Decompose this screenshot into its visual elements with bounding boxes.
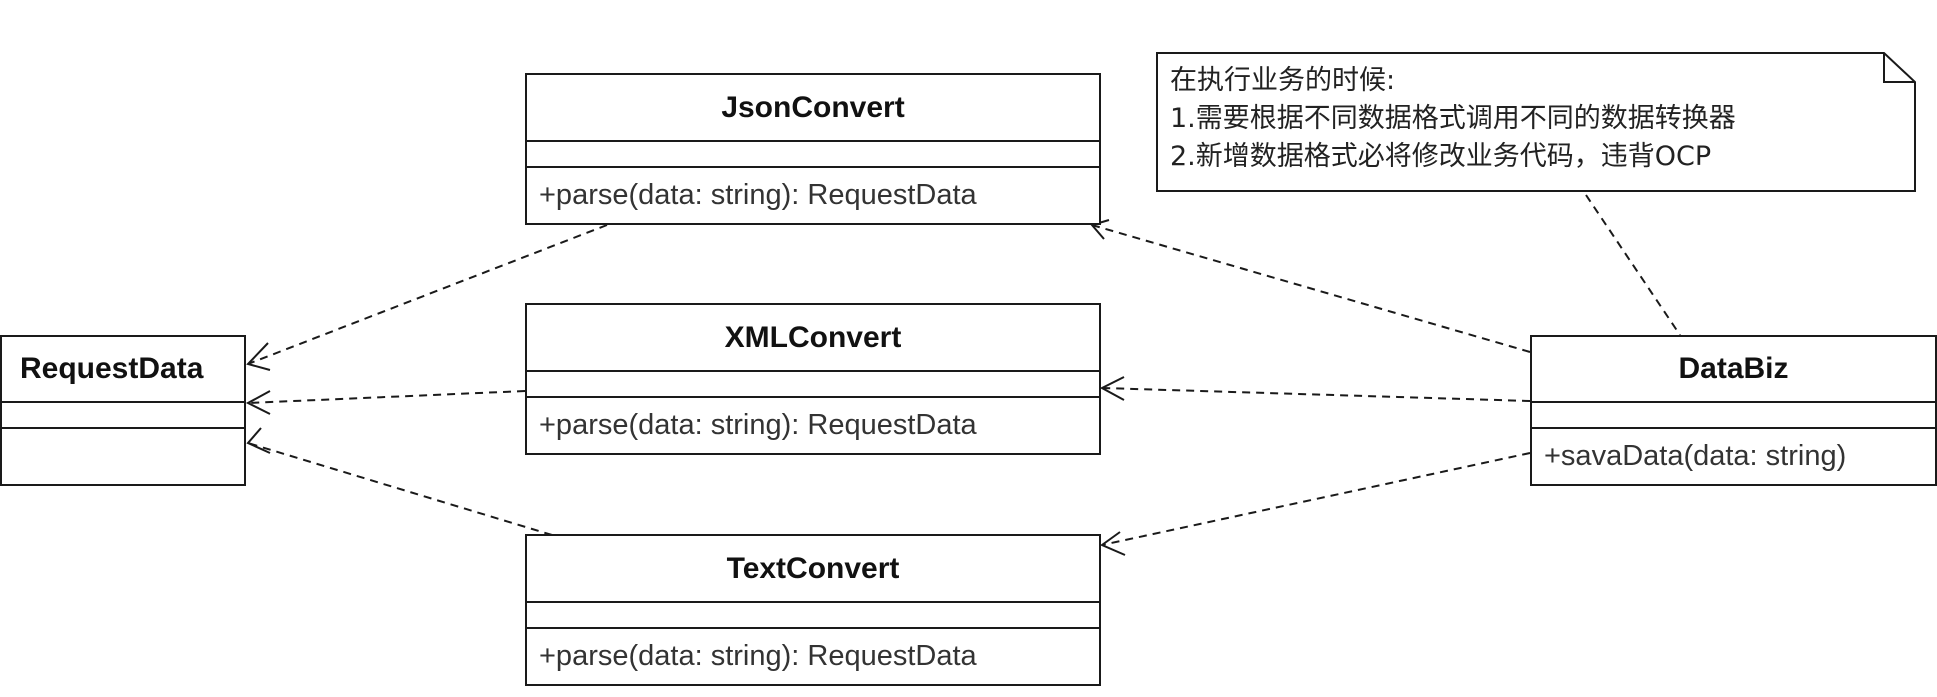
dependency-databiz-to-xml bbox=[1101, 387, 1531, 402]
arrowhead-text-requestdata bbox=[246, 427, 271, 454]
class-databiz[interactable]: DataBiz +savaData(data: string) bbox=[1530, 335, 1937, 486]
class-xmlconvert-attributes bbox=[527, 372, 1099, 398]
dependency-databiz-to-text bbox=[1101, 452, 1531, 546]
note-line-2: 1.需要根据不同数据格式调用不同的数据转换器 bbox=[1170, 103, 1736, 134]
class-jsonconvert-attributes bbox=[527, 142, 1099, 168]
note-line-3: 2.新增数据格式必将修改业务代码，违背OCP bbox=[1170, 141, 1712, 172]
note-shape bbox=[1156, 52, 1916, 192]
class-textconvert-attributes bbox=[527, 603, 1099, 629]
note-anchor-line bbox=[1585, 194, 1681, 336]
arrowhead-json-requestdata bbox=[246, 342, 271, 371]
class-requestdata-methods bbox=[2, 429, 244, 484]
note-text: 在执行业务的时候: 1.需要根据不同数据格式调用不同的数据转换器 2.新增数据格… bbox=[1170, 62, 1736, 176]
class-databiz-attributes bbox=[1532, 403, 1935, 429]
uml-note[interactable]: 在执行业务的时候: 1.需要根据不同数据格式调用不同的数据转换器 2.新增数据格… bbox=[1156, 52, 1916, 192]
class-textconvert-name: TextConvert bbox=[527, 536, 1099, 603]
arrowhead-databiz-xml bbox=[1099, 376, 1125, 401]
class-textconvert[interactable]: TextConvert +parse(data: string): Reques… bbox=[525, 534, 1101, 686]
class-xmlconvert-name: XMLConvert bbox=[527, 305, 1099, 372]
class-requestdata-name: RequestData bbox=[2, 337, 244, 403]
class-jsonconvert-name: JsonConvert bbox=[527, 75, 1099, 142]
class-jsonconvert-method: +parse(data: string): RequestData bbox=[539, 179, 977, 211]
class-xmlconvert[interactable]: XMLConvert +parse(data: string): Request… bbox=[525, 303, 1101, 455]
class-textconvert-method: +parse(data: string): RequestData bbox=[539, 640, 977, 672]
dependency-text-to-requestdata bbox=[247, 442, 553, 536]
class-requestdata-attributes bbox=[2, 403, 244, 429]
class-xmlconvert-method: +parse(data: string): RequestData bbox=[539, 409, 977, 441]
class-databiz-method: +savaData(data: string) bbox=[1544, 440, 1847, 472]
class-jsonconvert[interactable]: JsonConvert +parse(data: string): Reques… bbox=[525, 73, 1101, 225]
class-databiz-name: DataBiz bbox=[1532, 337, 1935, 403]
arrowhead-databiz-text bbox=[1099, 531, 1126, 556]
arrowhead-databiz-json bbox=[1090, 219, 1110, 240]
class-requestdata[interactable]: RequestData bbox=[0, 335, 246, 486]
note-line-1: 在执行业务的时候: bbox=[1170, 65, 1396, 96]
dependency-databiz-to-json bbox=[1091, 224, 1531, 353]
dependency-xml-to-requestdata bbox=[247, 390, 526, 404]
arrowhead-xml-requestdata bbox=[245, 390, 271, 415]
